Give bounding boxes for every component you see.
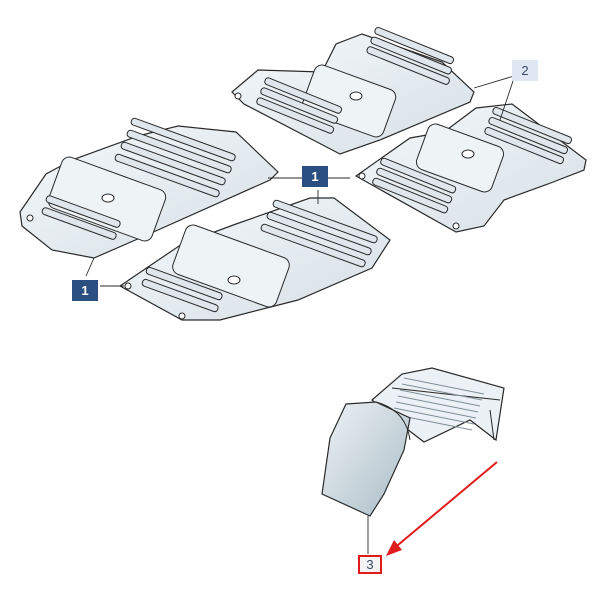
leader-lines [85,75,515,554]
red-arrow-icon [386,461,498,556]
trunk-liner [321,367,505,517]
callout-front-mats: 1 [302,166,328,187]
rear-left-mat [231,26,475,155]
front-right-mat [118,197,391,321]
front-left-mat [19,117,279,259]
rear-right-mat [354,103,587,233]
callout-rear-mats: 2 [512,60,538,81]
callout-front-mats-left: 1 [72,280,98,301]
callout-trunk-liner: 3 [358,555,382,574]
